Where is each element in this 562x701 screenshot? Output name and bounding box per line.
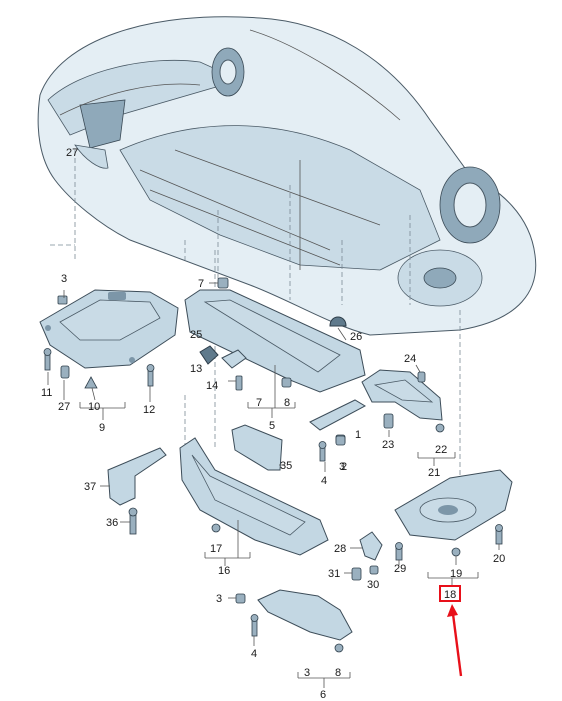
callout-24: 24 bbox=[404, 353, 416, 365]
callout-10: 10 bbox=[88, 401, 100, 413]
clip-30-icon bbox=[369, 565, 379, 575]
callout-29: 29 bbox=[394, 563, 406, 575]
callout-11: 11 bbox=[41, 387, 52, 399]
callout-35: 35 bbox=[280, 460, 292, 472]
clip-24-icon bbox=[417, 371, 426, 383]
center-underbody-panel bbox=[184, 277, 366, 393]
nut-27-icon bbox=[60, 365, 70, 379]
callout-23: 23 bbox=[382, 439, 394, 451]
bolt-4b-icon bbox=[250, 614, 259, 637]
callout-4-rear: 4 bbox=[251, 648, 257, 660]
callout-3-bottom: 3 bbox=[304, 667, 310, 679]
leader-lines bbox=[47, 282, 500, 688]
bolt-36-icon bbox=[128, 507, 138, 535]
nut-17-icon bbox=[211, 523, 221, 533]
callout-3-mid: 3 bbox=[339, 461, 345, 473]
bracket-28-assembly bbox=[351, 531, 403, 581]
callout-4: 4 bbox=[321, 475, 327, 487]
callout-9: 9 bbox=[99, 422, 105, 434]
nut-31-icon bbox=[351, 567, 362, 581]
bolt-4-icon bbox=[318, 441, 327, 462]
callout-2: 2 bbox=[341, 461, 347, 473]
bolt-12-icon bbox=[146, 364, 155, 387]
cover-35 bbox=[231, 424, 346, 471]
nut-8b-icon bbox=[334, 643, 344, 653]
bolt-20-icon bbox=[495, 524, 503, 545]
callout-5: 5 bbox=[269, 420, 275, 432]
side-tunnel-panel-16 bbox=[179, 437, 329, 556]
callout-22: 22 bbox=[435, 444, 447, 456]
callout-3-rear: 3 bbox=[216, 593, 222, 605]
callout-30: 30 bbox=[367, 579, 379, 591]
callout-19: 19 bbox=[450, 568, 462, 580]
nut-8-icon bbox=[281, 377, 292, 388]
heat-shield-assembly bbox=[361, 369, 445, 433]
bracket-37 bbox=[107, 447, 167, 535]
callout-25: 25 bbox=[190, 329, 202, 341]
callout-8: 8 bbox=[284, 397, 290, 409]
red-arrow-icon bbox=[447, 604, 463, 677]
callout-27-front: 27 bbox=[66, 147, 78, 159]
callout-37: 37 bbox=[84, 481, 96, 493]
rear-underbody-panel-18 bbox=[394, 469, 513, 557]
callout-14: 14 bbox=[206, 380, 218, 392]
nut-22-icon bbox=[435, 423, 445, 433]
callout-31: 31 bbox=[328, 568, 340, 580]
callout-26: 26 bbox=[350, 331, 362, 343]
bolt-11-icon bbox=[43, 348, 52, 371]
bracket-25-icon bbox=[199, 345, 219, 365]
bracket-13-icon bbox=[221, 349, 247, 369]
screw-14-icon bbox=[235, 375, 243, 391]
callout-6: 6 bbox=[320, 689, 326, 701]
callout-7: 7 bbox=[256, 397, 262, 409]
callout-8-bottom: 8 bbox=[335, 667, 341, 679]
callout-labels: 3 27 11 27 10 12 9 7 25 13 14 7 8 5 26 2… bbox=[41, 147, 505, 701]
engine-undertray-assembly bbox=[39, 289, 179, 389]
clip-3-icon bbox=[57, 295, 68, 305]
callout-16: 16 bbox=[218, 565, 230, 577]
nut-23-icon bbox=[383, 413, 394, 429]
clip-10-icon bbox=[84, 376, 98, 389]
callout-7-clip: 7 bbox=[198, 278, 204, 290]
callout-12: 12 bbox=[143, 404, 155, 416]
callout-20: 20 bbox=[493, 553, 505, 565]
clip-7-icon bbox=[217, 277, 229, 289]
grommet-26-icon bbox=[329, 316, 347, 327]
highlight-box-18 bbox=[439, 585, 461, 602]
nut-19-icon bbox=[451, 547, 461, 557]
callout-27-lower: 27 bbox=[58, 401, 70, 413]
callout-28: 28 bbox=[334, 543, 346, 555]
bolt-29-icon bbox=[395, 542, 403, 561]
rear-shield-6 bbox=[235, 589, 353, 653]
callout-3-front: 3 bbox=[61, 273, 67, 285]
callout-17: 17 bbox=[210, 543, 222, 555]
clip-3c-icon bbox=[235, 593, 246, 604]
callout-1: 1 bbox=[355, 429, 361, 441]
callout-18: 18 bbox=[444, 589, 456, 601]
callout-21: 21 bbox=[428, 467, 440, 479]
callout-36: 36 bbox=[106, 517, 118, 529]
car-body-underside bbox=[37, 16, 537, 336]
callout-13: 13 bbox=[190, 363, 202, 375]
clip-3b-icon bbox=[335, 435, 346, 446]
